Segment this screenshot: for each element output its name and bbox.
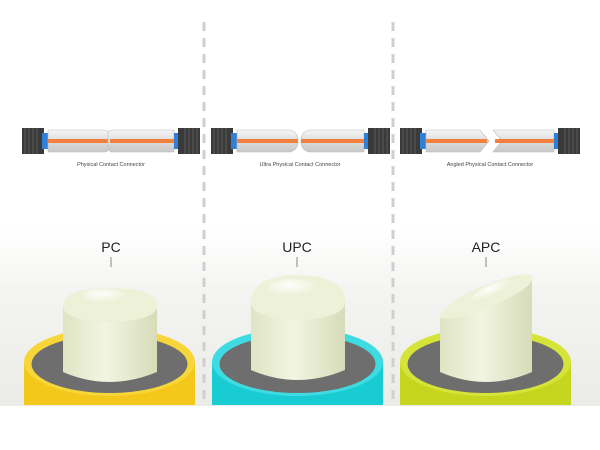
caption-pc: Physical Contact Connector — [77, 162, 145, 168]
type-label-pc: PC — [101, 239, 120, 255]
fiber-connector-icon — [400, 128, 580, 154]
panel-upc: Ultra Physical Contact Connector UPC — [211, 128, 390, 405]
fiber-connector-icon — [211, 128, 390, 154]
type-label-apc: APC — [472, 239, 501, 255]
ferrule-endface-icon — [24, 288, 195, 405]
caption-apc: Angled Physical Contact Connector — [447, 162, 534, 168]
panel-apc: Angled Physical Contact Connector APC — [400, 128, 580, 405]
fiber-connector-icon — [22, 128, 200, 154]
caption-upc: Ultra Physical Contact Connector — [259, 162, 340, 168]
type-label-upc: UPC — [282, 239, 312, 255]
ferrule-endface-icon — [400, 274, 571, 405]
panel-pc: Physical Contact Connector PC — [22, 128, 200, 405]
ferrule-endface-icon — [212, 275, 383, 405]
